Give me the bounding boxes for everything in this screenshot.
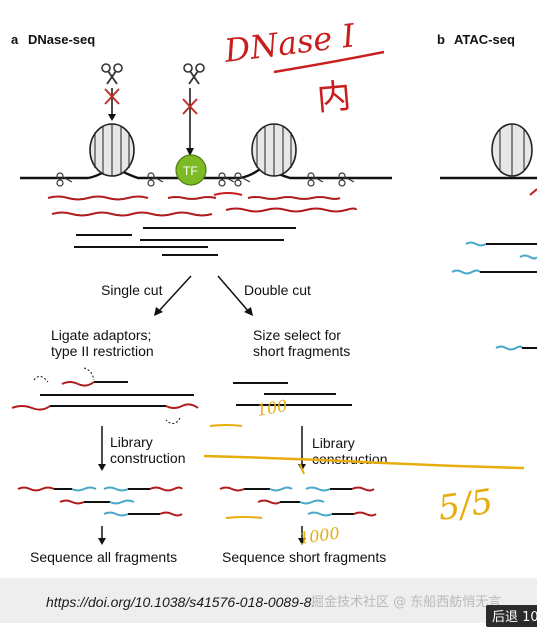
blocked-cut-icon xyxy=(182,98,198,115)
watermark-text: 掘金技术社区 @ 东船西舫悄无言 xyxy=(311,595,502,610)
figure-svg: a DNase-seq b ATAC-seq TF xyxy=(11,16,537,565)
single-cut-label: Single cut xyxy=(101,282,163,298)
ink-underline xyxy=(273,50,385,74)
fragments-red xyxy=(47,195,357,217)
nucleosome-icon xyxy=(251,123,297,177)
panel-b-letter: b xyxy=(437,32,445,47)
ligate-label-2: type II restriction xyxy=(51,343,154,359)
ink-yellow-dash xyxy=(209,424,243,427)
ink-stroke xyxy=(213,192,243,196)
handwritten-char-annotation: 内 xyxy=(315,76,352,119)
footer-bar xyxy=(0,578,537,623)
library-label-left-1: Library xyxy=(110,434,153,450)
ligation-diagram xyxy=(11,367,199,424)
tf-label: TF xyxy=(183,164,198,178)
tf-icon xyxy=(175,154,207,186)
library-label-right-1: Library xyxy=(312,435,355,451)
blocked-cut-icon xyxy=(104,88,120,105)
panel-a-title: DNase-seq xyxy=(28,32,95,47)
scissors-icon xyxy=(56,172,355,187)
nucleosome-icon xyxy=(89,123,135,177)
size-select-diagram xyxy=(233,382,352,406)
handwritten-1000-annotation: 1000 xyxy=(298,523,341,547)
handwritten-right-annotation: 5/5 xyxy=(436,482,496,529)
doi-caption: https://doi.org/10.1038/s41576-018-0089-… xyxy=(46,594,316,610)
size-select-label-2: short fragments xyxy=(253,343,350,359)
double-cut-label: Double cut xyxy=(244,282,311,298)
handwritten-100-annotation: 100 xyxy=(255,396,288,420)
library-label-left-2: construction xyxy=(110,450,185,466)
library-fragments xyxy=(17,486,377,517)
fragments-black xyxy=(74,227,296,256)
ink-yellow-line xyxy=(203,454,525,470)
scissors-icon xyxy=(101,63,123,85)
scissors-icon xyxy=(183,63,205,85)
panel-b-title: ATAC-seq xyxy=(454,32,515,47)
ligate-label-1: Ligate adaptors; xyxy=(51,327,151,343)
slide-figure: a DNase-seq b ATAC-seq TF xyxy=(11,16,537,565)
back-button[interactable]: 后退 10 xyxy=(486,605,537,627)
atac-partial xyxy=(440,123,537,351)
panel-a-letter: a xyxy=(11,32,19,47)
sequence-all-label: Sequence all fragments xyxy=(30,549,177,565)
size-select-label-1: Size select for xyxy=(253,327,341,343)
sequence-short-label: Sequence short fragments xyxy=(222,549,386,565)
